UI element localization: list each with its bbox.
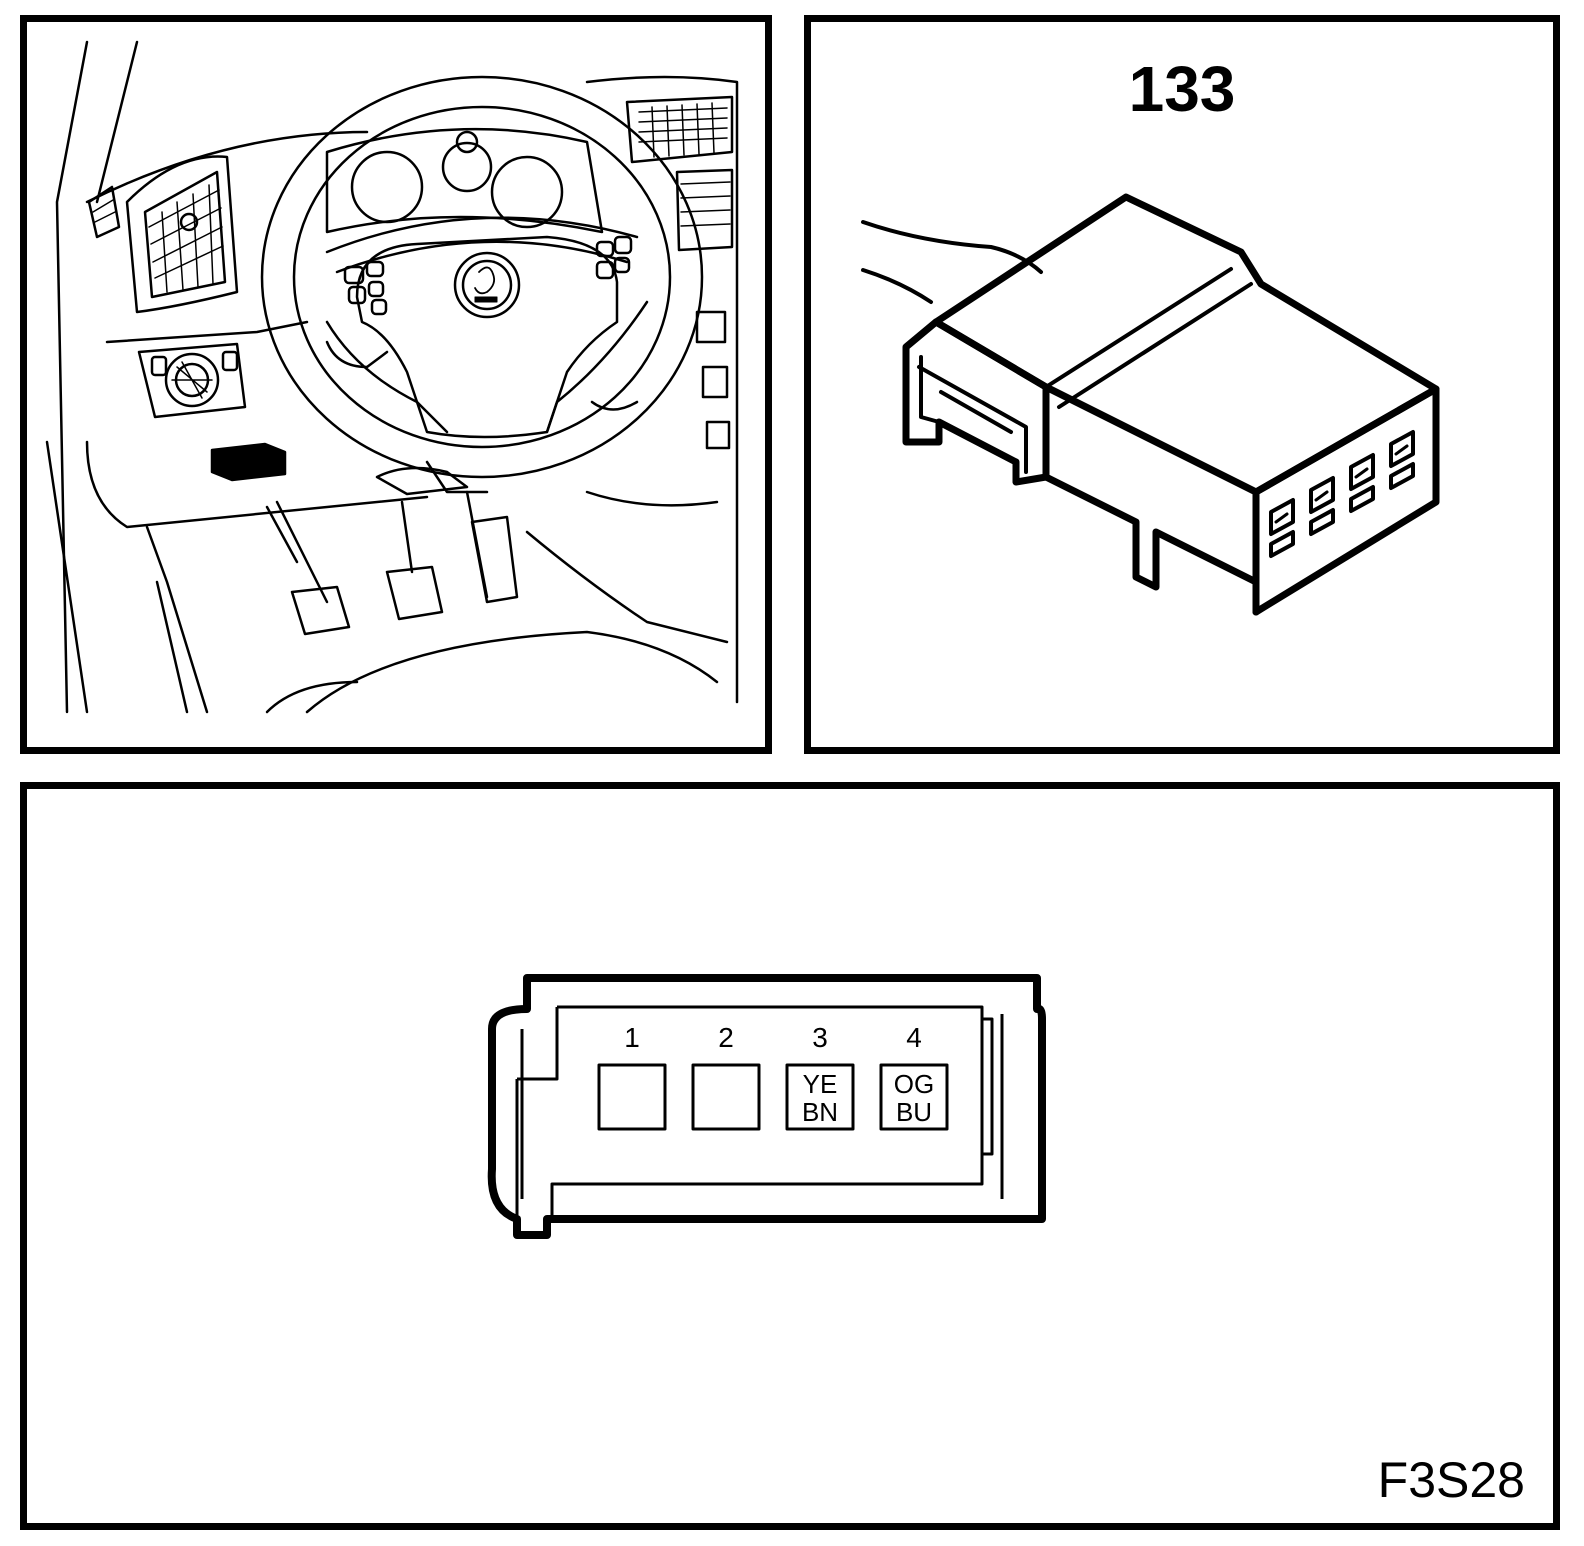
pin-cavity (597, 1063, 667, 1131)
pin-4: 4 OG BU (879, 1022, 949, 1131)
connector-wires (861, 220, 1043, 304)
wire-color-2: BU (896, 1097, 932, 1127)
pin-number: 3 (812, 1022, 828, 1053)
wire-color-2: BN (802, 1097, 838, 1127)
connector-location-marker (210, 442, 287, 482)
centre-air-vent (625, 95, 734, 450)
wire-color-1: OG (894, 1069, 934, 1099)
pin-number: 2 (718, 1022, 734, 1053)
location-panel (20, 15, 772, 754)
wire-color-1: YE (803, 1069, 838, 1099)
steering-wheel (260, 75, 704, 494)
headlight-switch (137, 342, 247, 419)
pin-number: 4 (906, 1022, 922, 1053)
connector-face-view: 1 2 3 YE BN 4 OG BU (487, 974, 1046, 1239)
connector-number: 133 (1128, 53, 1236, 125)
instrument-cluster (325, 127, 604, 234)
connector-isometric-illustration (861, 193, 1440, 616)
pedals (265, 490, 519, 636)
pin-number: 1 (624, 1022, 640, 1053)
pin-3: 3 YE BN (785, 1022, 855, 1131)
terminal-cavities (1269, 430, 1415, 558)
pin-cavity (879, 1063, 949, 1131)
pin-2: 2 (691, 1022, 761, 1131)
pin-cavity (785, 1063, 855, 1131)
left-air-vent (125, 155, 239, 314)
pin-1: 1 (597, 1022, 667, 1131)
connector-panel: 133 (804, 15, 1560, 754)
pinout-panel: 1 2 3 YE BN 4 OG BU F3S28 (20, 782, 1560, 1530)
pin-cavity (691, 1063, 761, 1131)
dashboard-illustration (45, 40, 739, 714)
figure-code: F3S28 (1377, 1452, 1525, 1508)
